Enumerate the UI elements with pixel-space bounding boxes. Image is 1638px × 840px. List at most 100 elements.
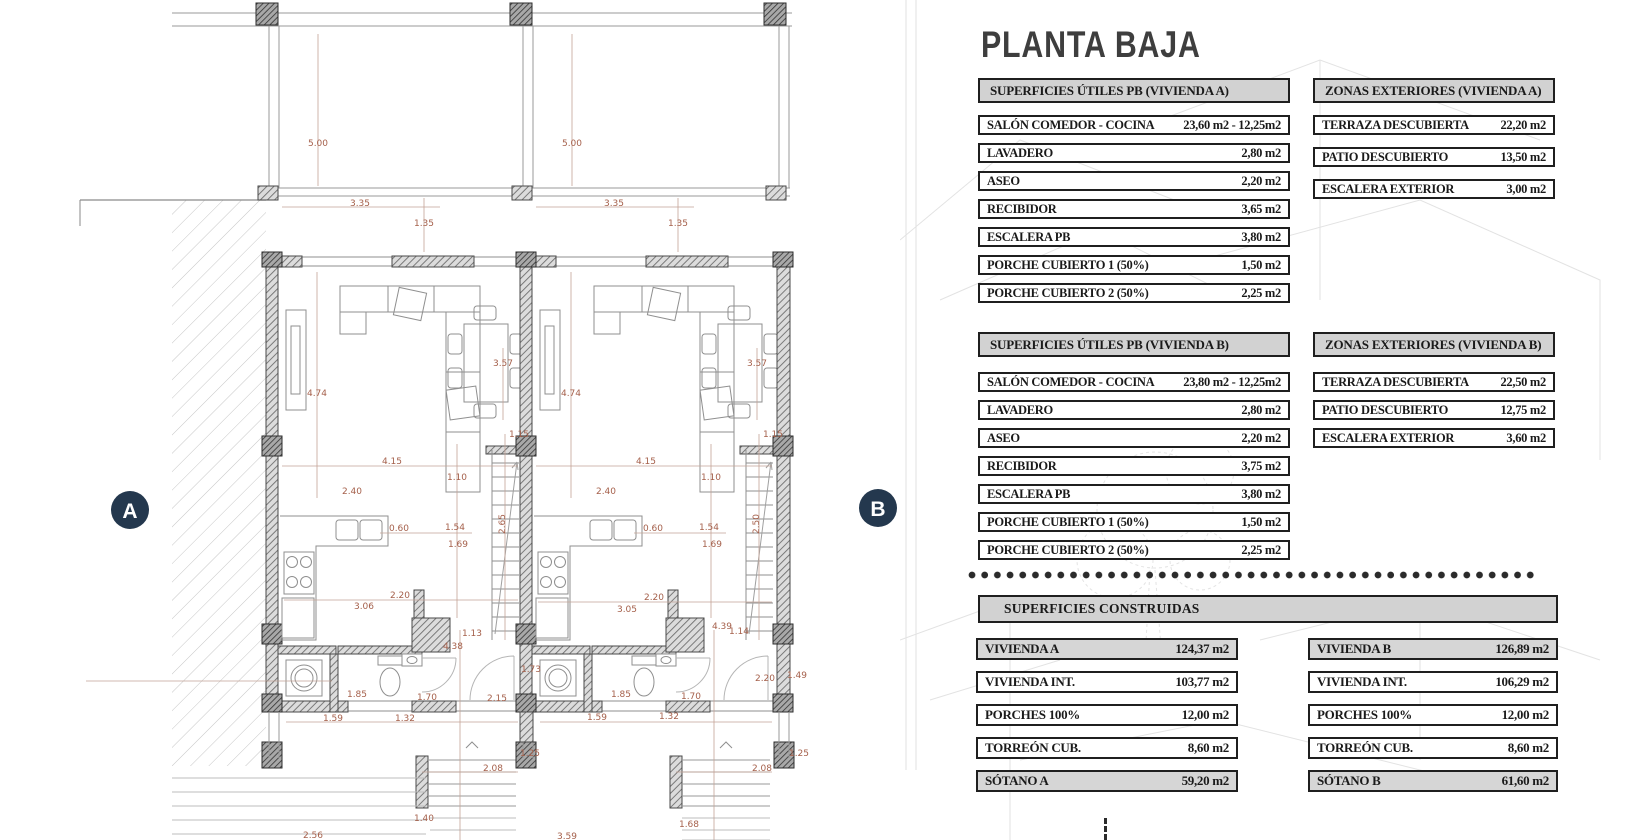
row-label: SALÓN COMEDOR - COCINA (987, 117, 1155, 132)
dimension-label: 1.25 (520, 749, 540, 759)
table-row: PORCHE CUBIERTO 1 (50%)1,50 m2 (978, 512, 1290, 532)
dimension-label: 1.69 (702, 540, 722, 550)
table-header-label: SUPERFICIES ÚTILES PB (VIVIENDA B) (990, 336, 1229, 352)
garden-steps (172, 777, 770, 840)
table-row: ASEO 2,20 m2 (978, 171, 1290, 191)
dimension-label: 1.70 (681, 692, 701, 702)
row-label: PATIO DESCUBIERTO (1322, 149, 1449, 164)
row-label: PORCHES 100% (1317, 707, 1412, 722)
row-value: 2,20 m2 (1241, 430, 1281, 445)
dimension-label: 3.57 (493, 359, 513, 369)
table-superficies-construidas-header: SUPERFICIES CONSTRUIDAS (978, 595, 1558, 623)
dimension-label: 1.40 (414, 814, 434, 824)
row-value: 2,25 m2 (1241, 285, 1281, 300)
unit-marker-a: A (111, 491, 149, 529)
party-wall-extension (519, 711, 534, 743)
dimension-label: 4.74 (561, 389, 581, 399)
row-label: SALÓN COMEDOR - COCINA (987, 374, 1155, 389)
row-value: 12,00 m2 (1181, 707, 1230, 722)
dimension-label: 1.10 (447, 473, 467, 483)
table-row: PATIO DESCUBIERTO 12,75 m2 (1313, 400, 1555, 420)
row-label: SÓTANO B (1317, 773, 1381, 788)
dimension-label: 2.20 (644, 593, 664, 603)
row-value: 12,75 m2 (1500, 402, 1546, 417)
dimension-label: 1.85 (611, 690, 631, 700)
page-title: PLANTA BAJA (981, 24, 1201, 65)
table-header: SUPERFICIES ÚTILES PB (VIVIENDA A) (978, 78, 1290, 103)
tv-unit (285, 309, 307, 411)
table-row: RECIBIDOR 3,65 m2 (978, 199, 1290, 219)
dotted-divider (968, 570, 1534, 580)
row-label: TERRAZA DESCUBIERTA (1322, 117, 1469, 132)
dimension-label: 1.49 (787, 671, 807, 681)
dimension-label: 2.65 (498, 514, 508, 534)
row-label: TORREÓN CUB. (1317, 740, 1413, 755)
table-row: PORCHE CUBIERTO 2 (50%)2,25 m2 (978, 540, 1290, 560)
dimension-label: 2.40 (342, 487, 362, 497)
dimension-label: 1.54 (445, 523, 465, 533)
table-row: PORCHE CUBIERTO 2 (50%)2,25 m2 (978, 283, 1290, 303)
row-value: 126,89 m2 (1495, 641, 1549, 656)
dimension-label: 1.10 (701, 473, 721, 483)
row-label: VIVIENDA INT. (985, 674, 1075, 689)
table-superficies-utiles-vivienda-b: SUPERFICIES ÚTILES PB (VIVIENDA B) SALÓN… (978, 332, 1290, 568)
dimension-label: 3.05 (617, 605, 637, 615)
row-value: 3,65 m2 (1241, 201, 1281, 216)
dimension-label: 1.68 (679, 820, 699, 830)
dimension-label: 1.59 (323, 714, 343, 724)
dimension-label: 3.35 (350, 199, 370, 209)
table-zonas-exteriores-vivienda-a: ZONAS EXTERIORES (VIVIENDA A) TERRAZA DE… (1313, 78, 1555, 211)
dimension-label: 1.35 (668, 219, 688, 229)
unit-marker-b: B (859, 489, 897, 527)
row-label: RECIBIDOR (987, 201, 1057, 216)
entry-door (469, 655, 515, 701)
row-value: 12,00 m2 (1501, 707, 1550, 722)
row-value: 124,37 m2 (1175, 641, 1229, 656)
dashed-mark (1104, 818, 1107, 840)
terrace-structure (172, 2, 792, 201)
floor-plan-drawing: 5.005.003.353.351.351.353.573.574.744.74… (79, 2, 897, 840)
staircase (485, 445, 521, 640)
row-label: ASEO (987, 430, 1020, 445)
east-wall (772, 251, 795, 769)
dimension-label: 1.14 (729, 627, 749, 637)
dimension-label: 2.08 (752, 764, 772, 774)
dimension-label: 3.57 (747, 359, 767, 369)
dimension-label: 1.73 (521, 665, 541, 675)
dimension-label: 1.25 (789, 749, 809, 759)
row-label: PATIO DESCUBIERTO (1322, 402, 1449, 417)
sofa (339, 285, 481, 493)
table-row: SALÓN COMEDOR - COCINA 23,80 m2 - 12,25m2 (978, 372, 1290, 392)
row-label: SÓTANO A (985, 773, 1049, 788)
row-value: 23,80 m2 - 12,25m2 (1183, 374, 1281, 389)
table-row: VIVIENDA INT.103,77 m2 (976, 671, 1238, 693)
table-header: ZONAS EXTERIORES (VIVIENDA B) (1313, 332, 1555, 357)
row-label: VIVIENDA INT. (1317, 674, 1407, 689)
dimension-label: 4.15 (636, 457, 656, 467)
row-value: 3,80 m2 (1241, 486, 1281, 501)
dimension-label: 3.06 (354, 602, 374, 612)
row-value: 3,80 m2 (1241, 229, 1281, 244)
row-label: ASEO (987, 173, 1020, 188)
table-header-label: SUPERFICIES ÚTILES PB (VIVIENDA A) (990, 82, 1229, 98)
row-label: LAVADERO (987, 145, 1053, 160)
washing-machine (277, 645, 339, 713)
dwelling-unit-a (261, 251, 525, 809)
row-value: 61,60 m2 (1501, 773, 1550, 788)
row-value: 2,20 m2 (1241, 173, 1281, 188)
row-label: PORCHE CUBIERTO 2 (50%) (987, 542, 1149, 557)
row-label: VIVIENDA B (1317, 641, 1391, 656)
row-value: 22,20 m2 (1500, 117, 1546, 132)
dimension-label: 2.20 (390, 591, 410, 601)
row-value: 22,50 m2 (1500, 374, 1546, 389)
dimension-label: 2.08 (483, 764, 503, 774)
dimension-label: 4.74 (307, 389, 327, 399)
table-row: TORREÓN CUB.8,60 m2 (976, 737, 1238, 759)
